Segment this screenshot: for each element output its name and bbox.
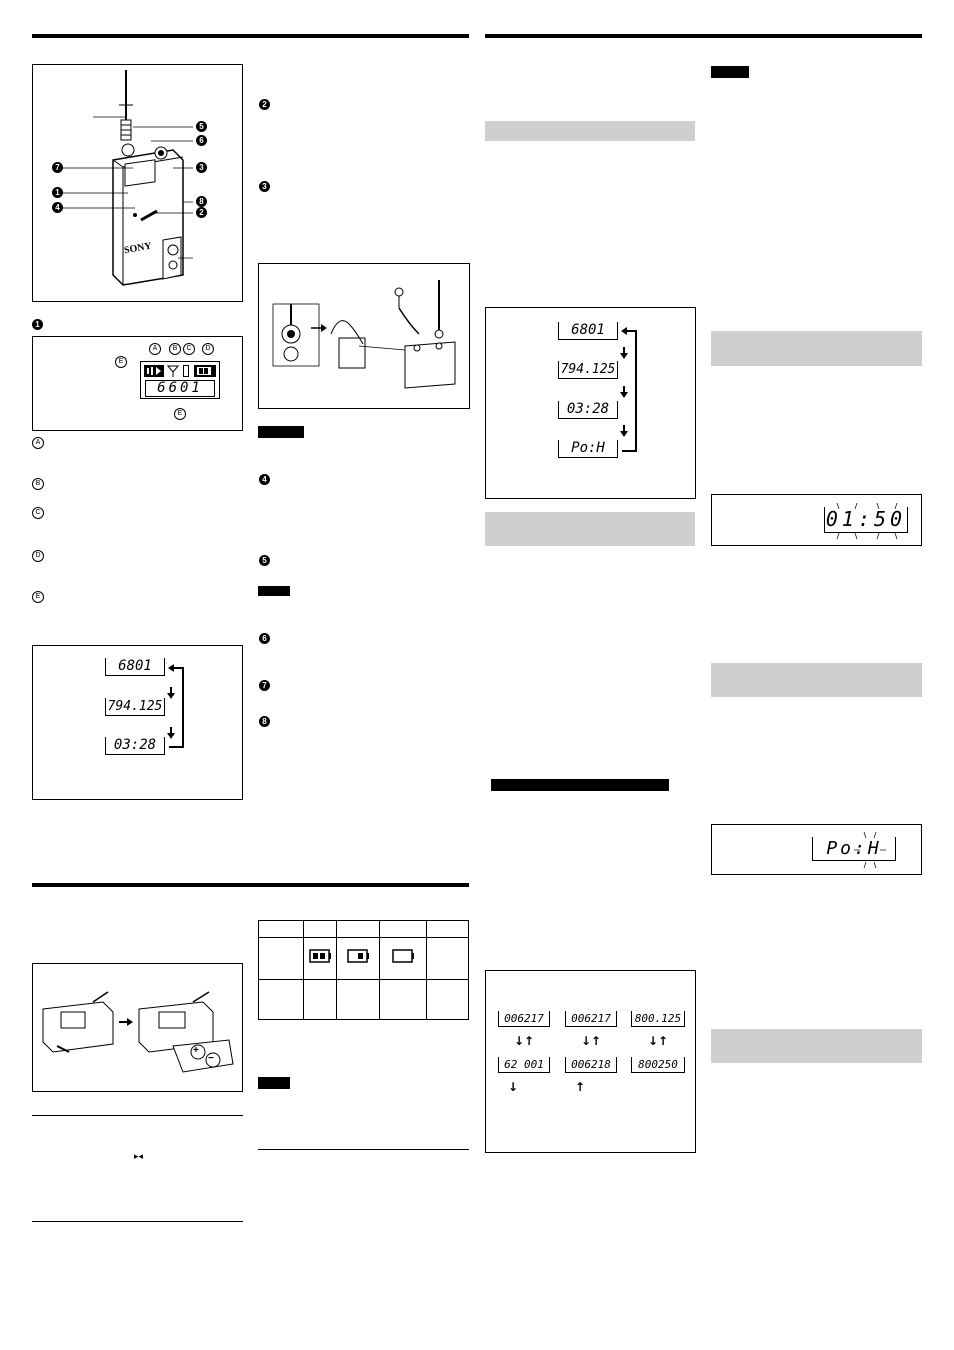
legend-c: C [32,507,44,519]
note-heading-bar-3 [711,66,749,78]
indicator-d-label: D [202,343,214,355]
indicator-e-label-bottom: E [174,408,186,420]
grid-arrow-up: ↑ [575,1080,586,1094]
note-heading-bar-2 [258,586,290,596]
battery-empty-icon [392,949,414,963]
marker-6: 6 [259,633,270,644]
grid-arrows-c2: ↓↑ [581,1034,602,1048]
inline-arrows-icon: ▸◂ [134,1151,144,1161]
indicator-e-label-left: E [115,356,127,368]
legend-d: D [32,550,44,562]
grid-r1-c1: 006217 [498,1011,550,1027]
rf-level-icon [144,365,164,377]
marker-2: 2 [259,99,270,110]
section-heading-bar-3 [711,331,922,366]
connector-figure [258,263,470,409]
display-grid-figure: 006217 006217 800.125 ↓↑ ↓↑ ↓↑ 62 001 00… [485,970,696,1153]
blink-rays-1 [836,502,898,540]
indicator-b-label: B [169,343,181,355]
grid-r1-c2: 006217 [565,1011,617,1027]
indicator-c-label: C [183,343,195,355]
display-cycle-figure-right: 6801 794.125 03:28 Po:H [485,307,696,499]
section-heading-bar-4 [711,663,922,697]
section-heading-bar-5 [711,1029,922,1063]
cycle-left-frequency: 794.125 [105,698,165,716]
callout-6: 6 [196,135,207,146]
marker-5: 5 [259,555,270,566]
heading-rule-left [32,34,469,38]
note-heading-bar-4 [258,1077,290,1089]
section-rule-battery [32,883,469,887]
marker-7: 7 [259,680,270,691]
battery-status-table [258,920,469,1020]
callout-2: 2 [196,207,207,218]
legend-b: B [32,478,44,490]
cycle-left-time: 03:28 [105,737,165,755]
cycle-right-arrows [620,327,637,452]
section-marker-1: 1 [32,319,43,330]
divider-left-1 [32,1115,243,1116]
battery-insertion-figure: + − [32,963,243,1092]
single-display-power: Po:H [812,837,896,861]
antenna-icon [167,365,179,377]
polarity-minus-label: − [208,1053,214,1064]
display-single-figure-1: 01:50 [711,494,922,546]
cycle-left-arrows [167,664,184,748]
indicator-a-label: A [149,343,161,355]
mute-indicator-icon [183,365,189,377]
lcd-screen: 6601 [140,361,220,399]
heading-rule-right [485,34,922,38]
cycle-right-frequency: 794.125 [558,361,618,379]
grid-r2-c2: 006218 [565,1057,617,1073]
grid-arrow-down: ↓ [508,1080,519,1094]
warning-heading-bar [491,779,669,791]
cycle-right-time: 03:28 [558,401,618,419]
callout-1: 1 [52,187,63,198]
lcd-readout: 6601 [145,380,215,397]
display-cycle-figure-left: 6801 794.125 03:28 [32,645,243,800]
display-single-figure-2: Po:H [711,824,922,875]
divider-left-2 [32,1221,243,1222]
callout-8: 8 [196,196,207,207]
marker-4: 4 [259,474,270,485]
lcd-panel-figure: E A B C D 6601 E [32,336,243,431]
marker-3: 3 [259,181,270,192]
grid-arrows-c1: ↓↑ [514,1034,535,1048]
battery-indicator-icon [194,365,216,377]
connector-illustration [272,280,456,389]
grid-r2-c1: 62 001 [498,1057,550,1073]
callout-3: 3 [196,162,207,173]
divider-middle [258,1149,469,1150]
battery-insertion-illustration [42,991,234,1073]
section-heading-bar-2 [485,512,695,546]
battery-half-icon [347,949,369,963]
single-display-time: 01:50 [824,507,908,533]
callout-7: 7 [52,162,63,173]
blink-rays-2 [854,831,886,869]
transmitter-illustration [61,70,193,286]
grid-r2-c3: 800250 [631,1057,685,1073]
legend-e: E [32,591,44,603]
marker-8: 8 [259,716,270,727]
legend-a: A [32,437,44,449]
section-heading-bar-1 [485,121,695,141]
cycle-right-power: Po:H [558,440,618,458]
note-heading-bar-1 [258,426,304,438]
callout-5: 5 [196,121,207,132]
polarity-plus-label: + [193,1045,199,1056]
grid-arrows-c3: ↓↑ [648,1034,669,1048]
device-figure: SONY 5 6 3 7 1 8 4 2 [32,64,243,302]
battery-full-icon [309,949,331,963]
callout-4: 4 [52,202,63,213]
cycle-right-channel: 6801 [558,322,618,340]
cycle-left-channel: 6801 [105,658,165,676]
grid-r1-c3: 800.125 [631,1011,685,1027]
